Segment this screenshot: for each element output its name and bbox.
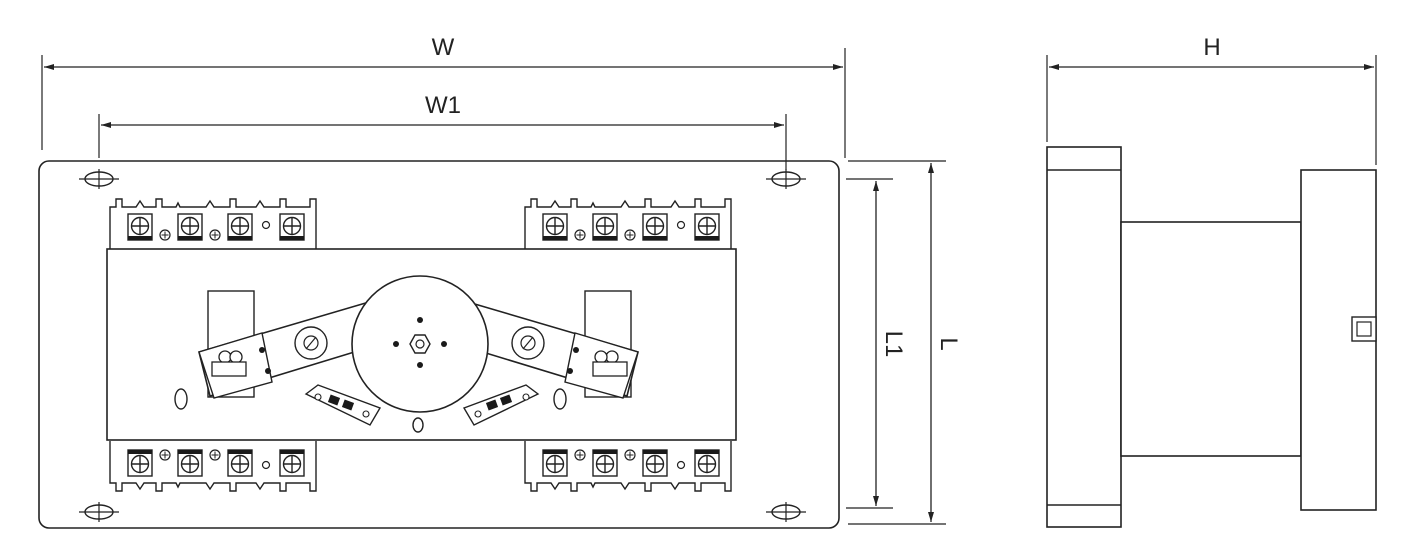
terminal-block-top-left: [110, 199, 316, 249]
front-view: W W1 L1 L: [38, 34, 962, 529]
terminal-block-bottom-right: [525, 441, 731, 491]
side-view: H: [1046, 34, 1377, 528]
oval-hole-right: [553, 388, 567, 410]
label-l1: L1: [880, 331, 907, 358]
terminal-block-bottom-left: [110, 441, 316, 491]
label-l: L: [935, 337, 962, 350]
side-body: [1120, 221, 1302, 457]
terminal-block-top-right: [525, 199, 731, 249]
mounting-hole-top-right: [765, 168, 807, 190]
mounting-hole-bottom-left: [78, 501, 120, 523]
auxiliary-switch-right: [462, 384, 540, 426]
rotary-disc: [351, 275, 489, 413]
label-w1: W1: [425, 92, 461, 119]
side-left-flange: [1046, 146, 1122, 528]
label-h: H: [1203, 34, 1220, 61]
oval-hole-center: [412, 417, 424, 433]
oval-hole-left: [174, 388, 188, 410]
mounting-hole-top-left: [78, 168, 120, 190]
auxiliary-switch-left: [304, 384, 382, 426]
base-plate: [38, 160, 840, 529]
mounting-hole-bottom-right: [765, 501, 807, 523]
label-w: W: [432, 34, 455, 61]
